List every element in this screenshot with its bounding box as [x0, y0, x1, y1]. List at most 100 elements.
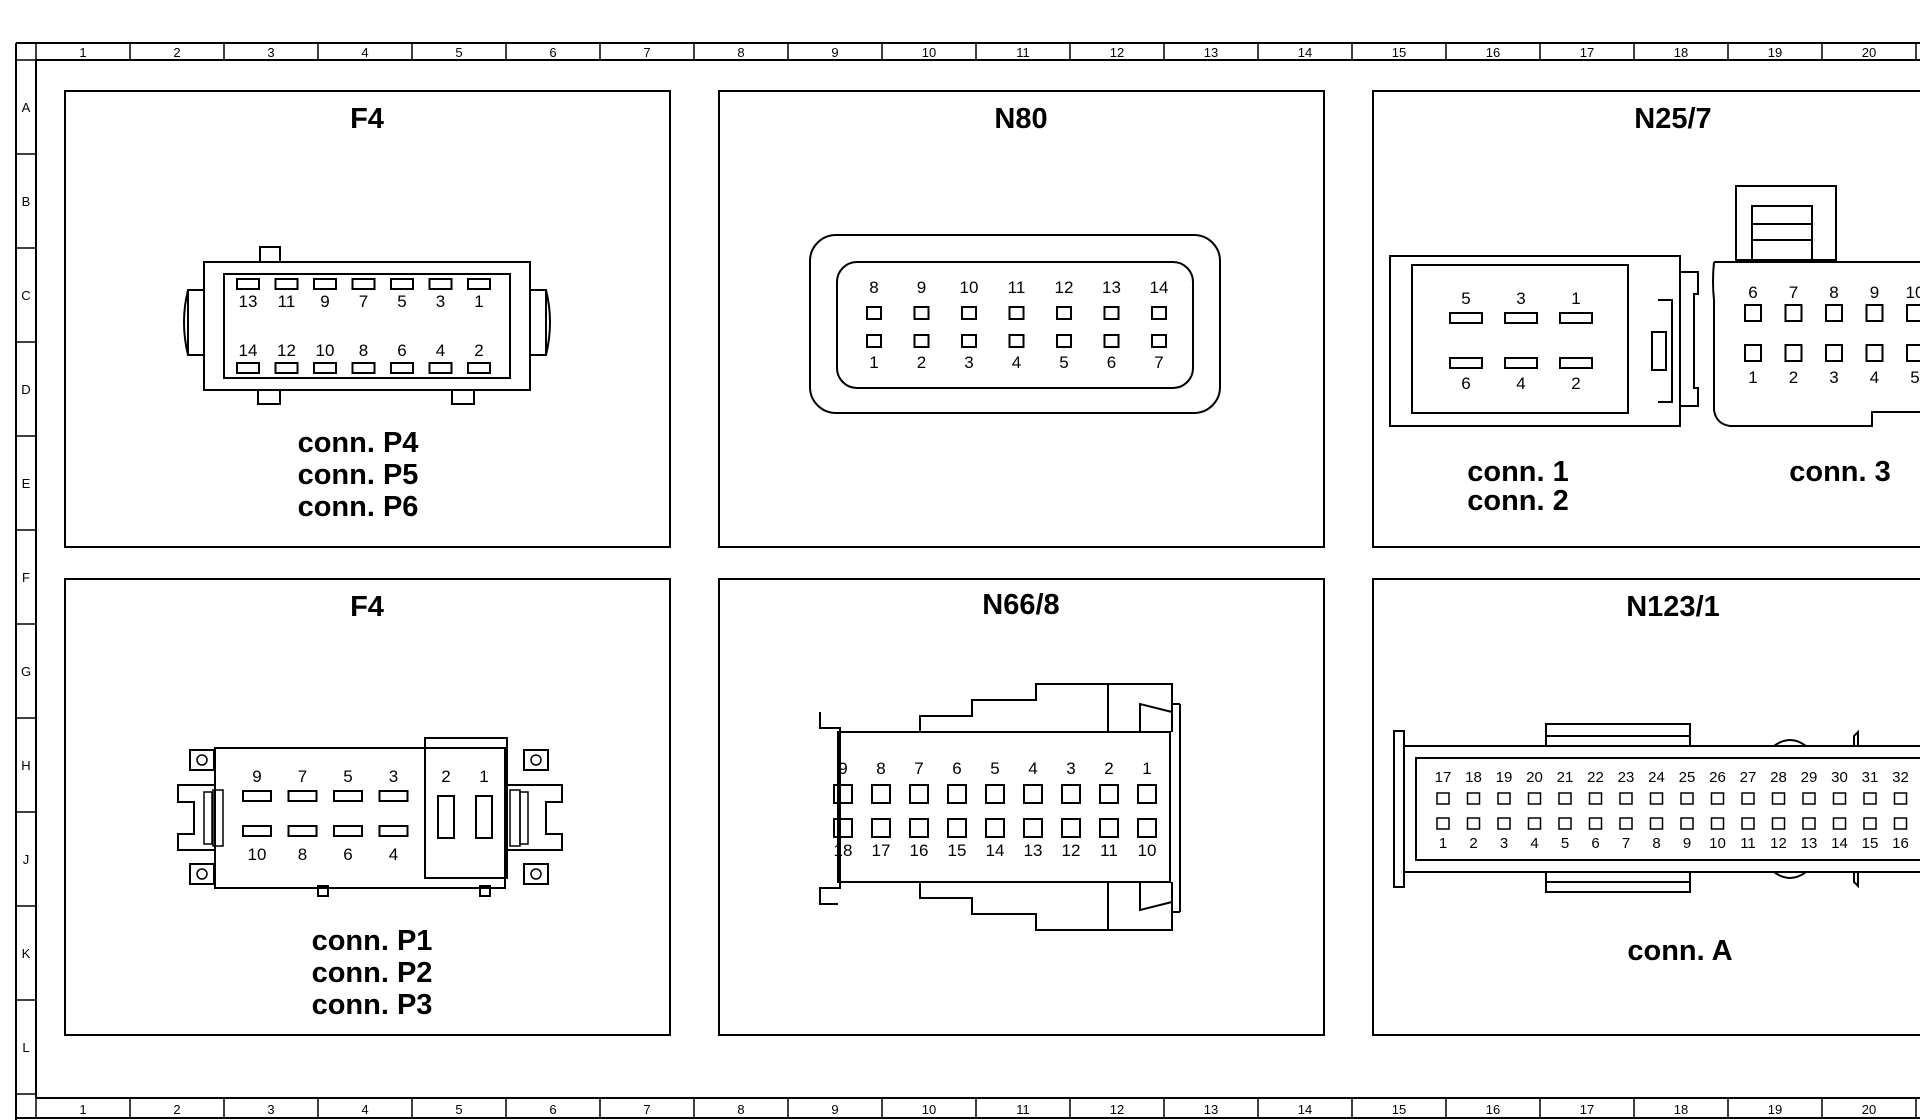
pin-number: 7 [1154, 353, 1163, 372]
grid-column-label: 2 [173, 1102, 180, 1117]
pin-number: 1 [1571, 289, 1580, 308]
pin-contact [947, 784, 967, 804]
pin-number: 11 [1740, 835, 1756, 852]
caption-line: conn. P1 [312, 925, 433, 957]
pin-number: 15 [948, 841, 967, 860]
pin-contact [242, 825, 272, 837]
pin-contact [1099, 784, 1119, 804]
pin-number: 12 [277, 341, 296, 360]
pin-number: 12 [1770, 835, 1787, 852]
grid-column-label: 10 [922, 45, 936, 60]
caption-line: conn. P2 [312, 957, 433, 989]
grid-column-label: 11 [1016, 45, 1030, 60]
pin-contact [428, 362, 453, 374]
pin-number: 6 [1107, 353, 1116, 372]
pin-number: 8 [359, 341, 368, 360]
panel-frame [718, 578, 1325, 1036]
pin-contact [378, 790, 409, 802]
grid-column-label: 13 [1204, 1102, 1218, 1117]
pin-contact [1061, 818, 1081, 838]
pin-number: 16 [1892, 835, 1909, 852]
pin-number: 9 [838, 759, 847, 778]
pin-number: 3 [964, 353, 973, 372]
pin-contact [985, 784, 1005, 804]
caption-line: conn. 3 [1789, 456, 1891, 488]
pin-contact [236, 362, 260, 374]
pin-number: 4 [1516, 374, 1525, 393]
pin-contact [1559, 357, 1593, 369]
grid-row-label: F [22, 570, 30, 585]
panel-title: N25/7 [1634, 103, 1711, 135]
pin-number: 7 [1789, 283, 1798, 302]
pin-contact [1771, 817, 1786, 830]
pin-number: 13 [1801, 835, 1818, 852]
pin-contact [1436, 817, 1450, 830]
pin-contact [985, 818, 1005, 838]
pin-contact [1649, 792, 1664, 805]
grid-row-label: A [22, 100, 31, 115]
pin-contact [1741, 817, 1755, 830]
pin-number: 5 [1461, 289, 1470, 308]
grid-column-label: 6 [549, 45, 556, 60]
grid-column-label: 20 [1862, 45, 1876, 60]
pin-number: 10 [1906, 283, 1920, 302]
pin-contact [467, 362, 491, 374]
grid-column-label: 5 [455, 45, 462, 60]
pin-contact [1680, 792, 1694, 805]
pin-number: 10 [1138, 841, 1157, 860]
pin-number: 3 [1500, 835, 1508, 852]
pin-contact [1619, 817, 1633, 830]
pin-contact [1497, 817, 1511, 830]
pin-contact [1449, 312, 1483, 324]
pin-contact [1497, 792, 1511, 805]
grid-row-label: G [21, 664, 31, 679]
grid-column-label: 19 [1768, 45, 1782, 60]
pin-contact [287, 825, 318, 837]
pin-contact [1680, 817, 1694, 830]
pin-contact [1023, 818, 1043, 838]
pin-contact [1649, 817, 1664, 830]
grid-column-label: 14 [1298, 1102, 1312, 1117]
pin-number: 1 [869, 353, 878, 372]
pin-number: 4 [1530, 835, 1538, 852]
grid-column-label: 1 [79, 1102, 86, 1117]
grid-column-label: 3 [267, 45, 274, 60]
pin-contact [1151, 334, 1167, 348]
caption-line: conn. 2 [1467, 485, 1569, 517]
pin-number: 19 [1496, 769, 1513, 786]
grid-column-label: 4 [361, 45, 368, 60]
grid-column-label: 18 [1674, 1102, 1688, 1117]
grid-column-label: 7 [643, 45, 650, 60]
pin-number: 5 [1910, 368, 1919, 387]
pin-contact [1436, 792, 1450, 805]
pin-contact [274, 278, 299, 290]
grid-column-label: 7 [643, 1102, 650, 1117]
pin-number: 3 [1066, 759, 1075, 778]
caption-line: conn. 1 [1467, 456, 1569, 488]
pin-number: 7 [1622, 835, 1630, 852]
pin-number: 13 [1024, 841, 1043, 860]
pin-number: 18 [834, 841, 853, 860]
pin-contact [1466, 817, 1481, 830]
pin-number: 1 [474, 292, 483, 311]
pin-contact [1710, 817, 1725, 830]
pin-number: 16 [910, 841, 929, 860]
pin-contact [1906, 344, 1920, 362]
grid-column-label: 20 [1862, 1102, 1876, 1117]
caption-line: conn. P5 [298, 459, 419, 491]
pin-number: 23 [1618, 769, 1635, 786]
pin-contact [961, 334, 977, 348]
pin-number: 7 [914, 759, 923, 778]
pin-number: 22 [1587, 769, 1604, 786]
pin-number: 15 [1862, 835, 1879, 852]
pin-number: 32 [1892, 769, 1909, 786]
pin-contact [378, 825, 409, 837]
pin-number: 7 [298, 767, 307, 786]
pin-contact [1832, 792, 1847, 805]
panel-frame [64, 578, 671, 1036]
pin-contact [313, 278, 337, 290]
